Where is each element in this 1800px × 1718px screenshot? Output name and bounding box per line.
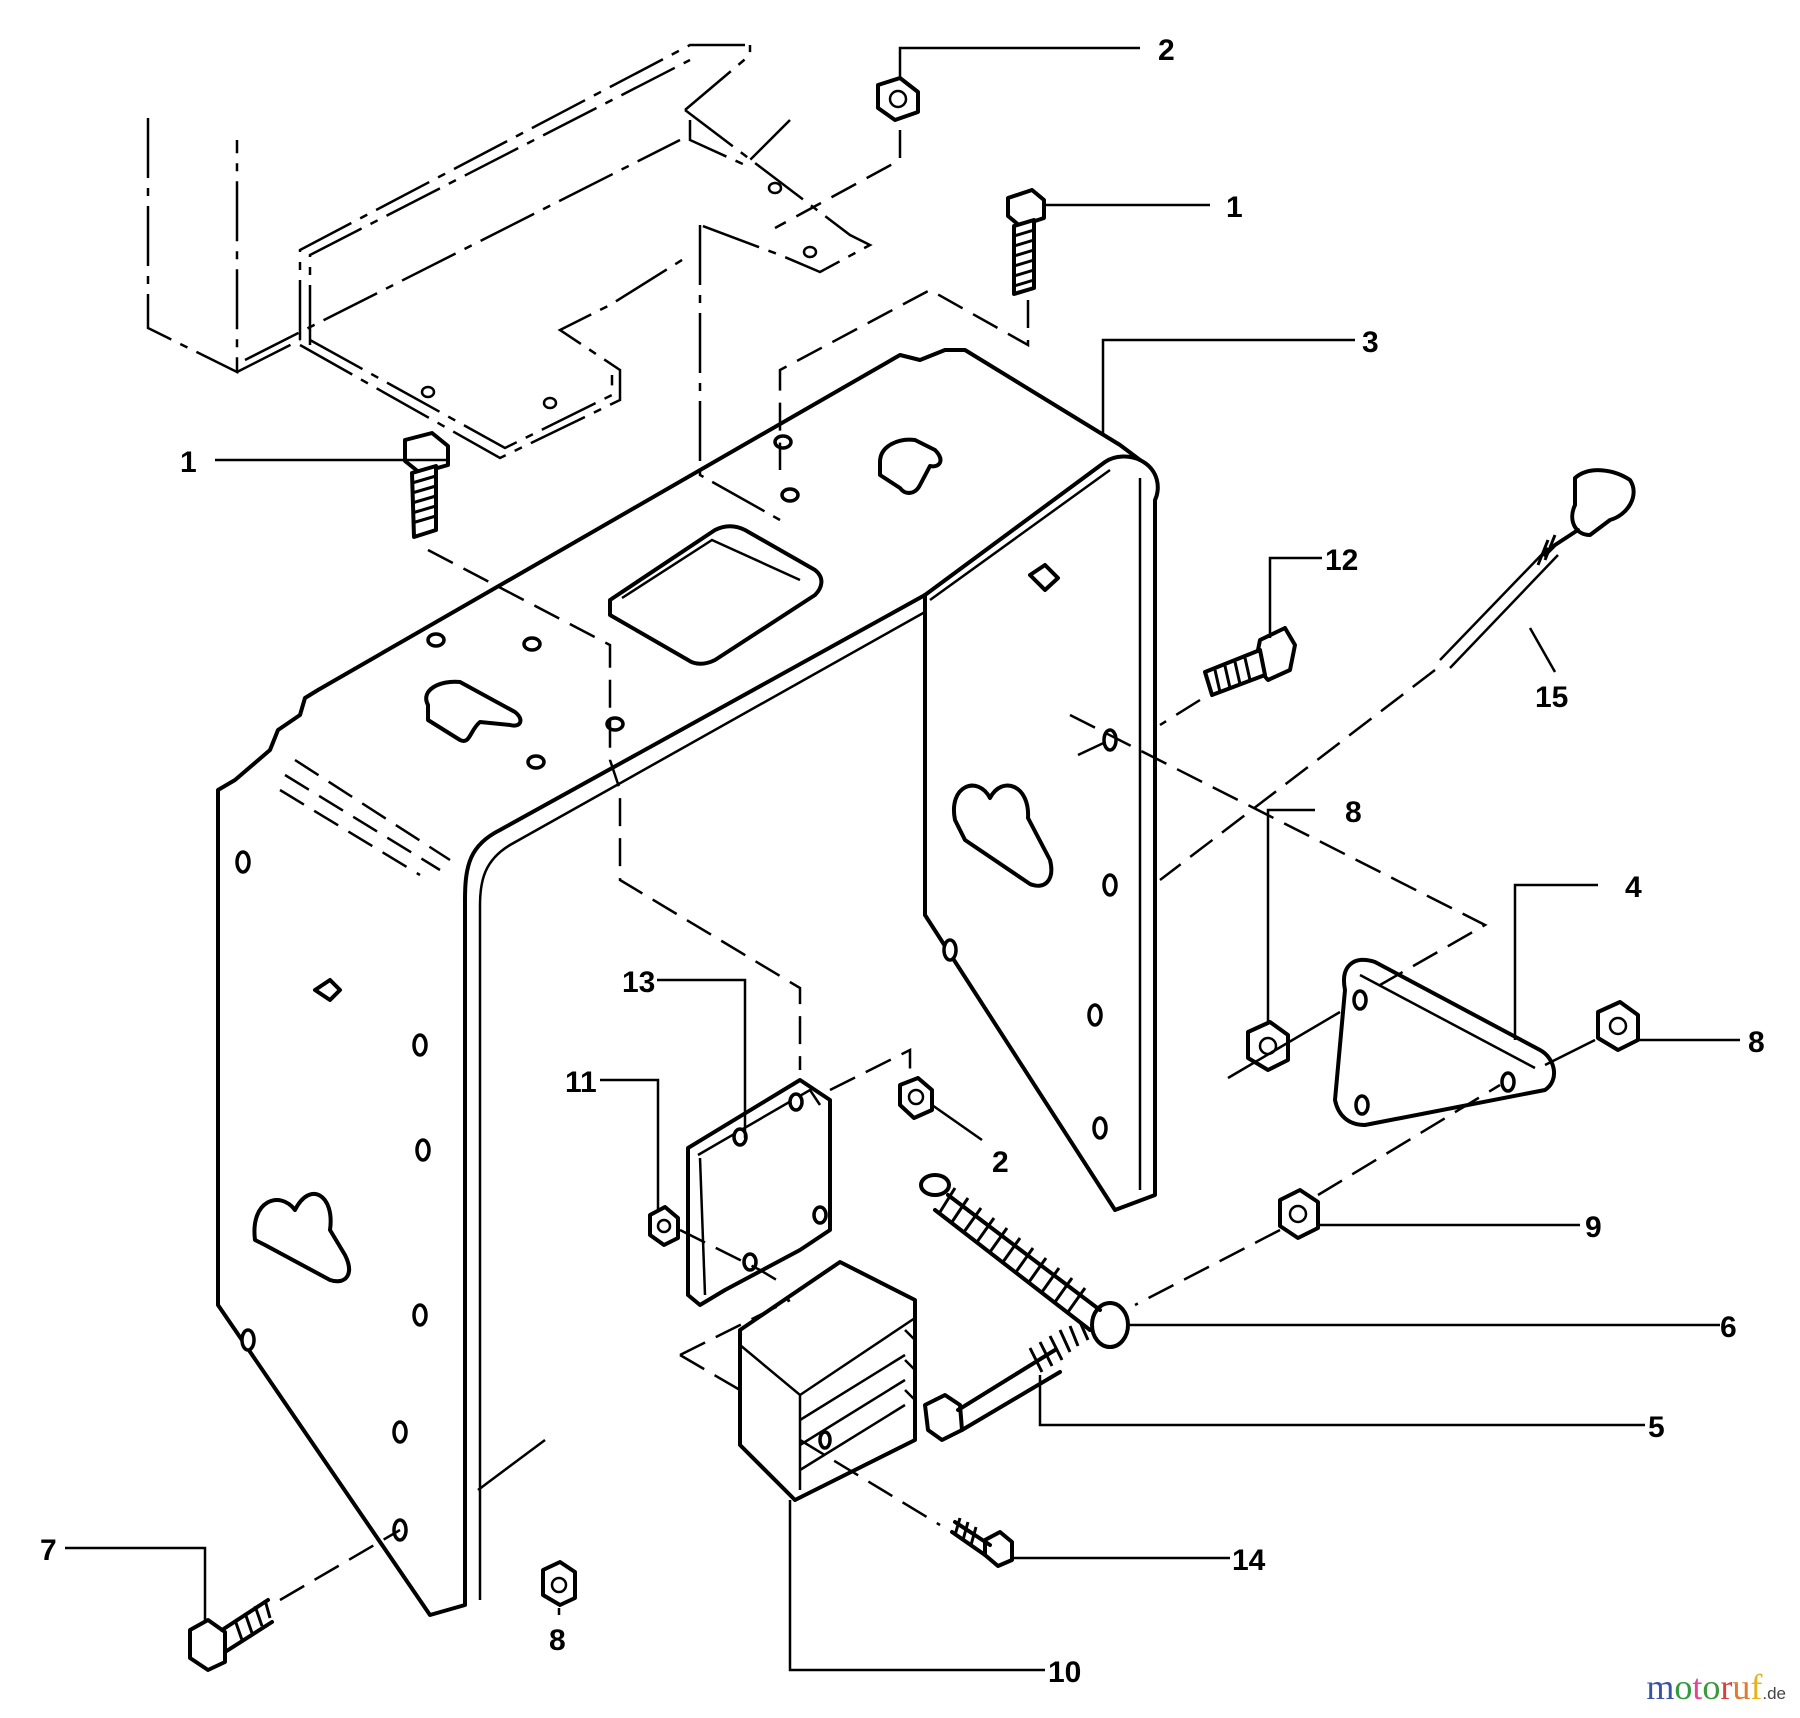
hex-nut-2-top[interactable] [876, 76, 920, 122]
main-bracket[interactable] [216, 348, 1160, 1617]
nut-9-path [1134, 1083, 1501, 1307]
callout-6: 6 [1720, 1311, 1737, 1344]
callout-9: 9 [1585, 1211, 1602, 1244]
lock-nut-8-bottom[interactable] [541, 1560, 577, 1607]
lock-nut-8-right[interactable] [1596, 1000, 1640, 1052]
watermark-letter: r [1720, 1667, 1733, 1707]
callout-14: 14 [1232, 1544, 1266, 1577]
control-rod-15[interactable] [1439, 468, 1636, 669]
bolt-path-left [427, 548, 802, 1070]
watermark-letter: t [1692, 1667, 1703, 1707]
callout-7: 7 [40, 1534, 57, 1567]
callout-3: 3 [1362, 326, 1379, 359]
bolt-10[interactable] [1203, 626, 1297, 697]
block-path [679, 1298, 791, 1392]
plate-path [1069, 713, 1488, 987]
watermark-text: motoruf [1646, 1667, 1762, 1707]
callout-8-right: 8 [1748, 1026, 1765, 1059]
bracket-path [829, 1047, 912, 1092]
triangular-plate-4[interactable] [1333, 957, 1556, 1127]
callout-2-top: 2 [1158, 34, 1175, 67]
nut-8-right-line [1544, 1038, 1596, 1067]
callout-1-left: 1 [180, 446, 197, 479]
callout-12: 13 [622, 966, 655, 999]
nut-11-path [679, 1228, 786, 1287]
long-bolt-5[interactable] [923, 1321, 1090, 1442]
callout-8-upper: 8 [1345, 796, 1362, 829]
hex-bolt-1-top[interactable] [1006, 188, 1046, 296]
rubber-block-13[interactable] [738, 1260, 917, 1502]
callout-4: 4 [1625, 871, 1642, 904]
watermark-letter: f [1750, 1667, 1763, 1707]
watermark-letter: u [1732, 1667, 1751, 1707]
bolt-path-top [778, 288, 1030, 470]
bolt-10-path [1077, 698, 1201, 757]
nut-8-left-line [1227, 1010, 1341, 1080]
hex-bolt-1-left[interactable] [403, 431, 450, 539]
callout-11: 11 [565, 1066, 597, 1099]
leader-lines [65, 46, 1740, 1672]
callouts: 2 1 1 3 12 15 8 4 8 13 11 2 9 6 5 14 7 8… [40, 34, 1765, 1689]
callout-10: 12 [1325, 544, 1358, 577]
callout-2-bottom: 2 [992, 1146, 1009, 1179]
watermark-letter: o [1674, 1667, 1693, 1707]
screw-14[interactable] [950, 1517, 1014, 1568]
phantom-frame [146, 43, 873, 522]
lock-nut-8-left[interactable] [1246, 1020, 1290, 1072]
bolt-7[interactable] [188, 1598, 274, 1672]
callout-5: 5 [1648, 1411, 1665, 1444]
angle-bracket-12[interactable] [686, 1078, 832, 1307]
nut-11[interactable] [648, 1205, 680, 1247]
nut-8-bottom-line [477, 1438, 546, 1492]
watermark-letter: o [1702, 1667, 1721, 1707]
callout-1-top: 1 [1226, 191, 1243, 224]
hex-nut-2-bottom[interactable] [898, 1076, 934, 1120]
rod-path [1159, 669, 1436, 881]
watermark-letter: m [1646, 1667, 1675, 1707]
lock-nut-9[interactable] [1278, 1188, 1320, 1240]
watermark-suffix: .de [1762, 1684, 1786, 1703]
extension-spring-6[interactable] [919, 1173, 1130, 1349]
callout-13: 10 [1048, 1656, 1081, 1689]
screw-14-path [799, 1438, 941, 1527]
callout-8-bottom: 8 [549, 1624, 566, 1657]
watermark-logo: motoruf.de [1646, 1666, 1786, 1708]
callout-15: 15 [1535, 681, 1568, 714]
bolt-7-path [279, 1528, 401, 1602]
nut-path-top [774, 130, 902, 230]
